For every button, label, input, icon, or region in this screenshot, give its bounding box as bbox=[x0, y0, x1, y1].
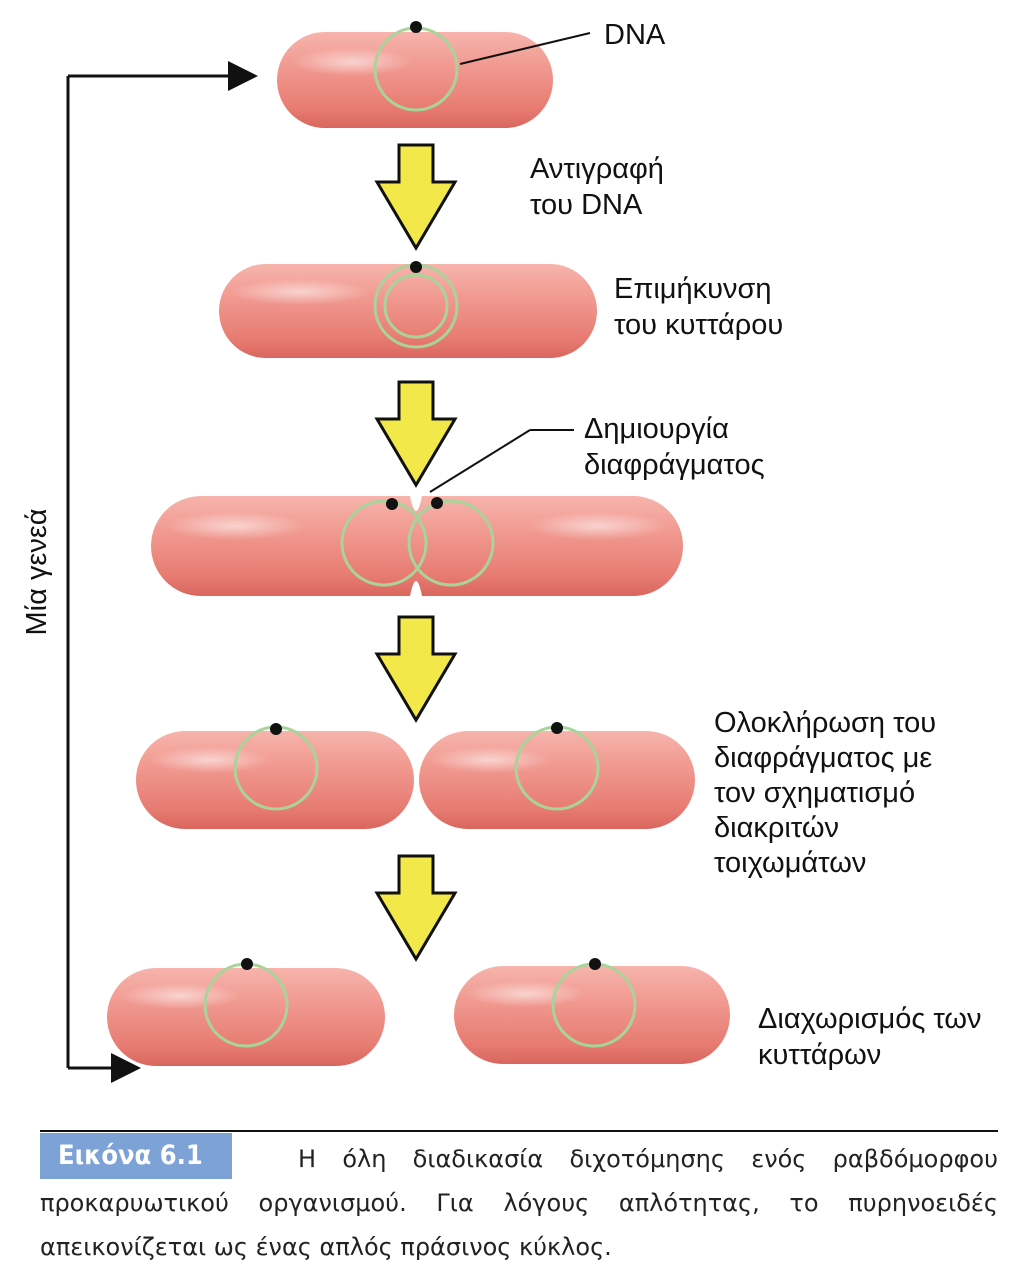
arrow-down-2 bbox=[374, 380, 458, 488]
dna-label: DNA bbox=[604, 19, 666, 51]
step2-label: Επιμήκυνση του κυττάρου bbox=[614, 273, 783, 341]
step5-label: Διαχωρισμός των κυττάρων bbox=[758, 1003, 990, 1071]
cell-original bbox=[277, 21, 553, 128]
dna-origin-dot-left bbox=[241, 958, 253, 970]
arrow-down-3 bbox=[374, 615, 458, 723]
dna-origin-dot bbox=[410, 261, 422, 273]
dna-origin-dot-left bbox=[386, 498, 398, 510]
binary-fission-diagram: Μία γενεά DNA Αντιγραφή του DNA Επιμήκυν… bbox=[21, 19, 990, 1083]
step1-label: Αντιγραφή του DNA bbox=[530, 153, 672, 221]
dna-ring-inner bbox=[383, 273, 449, 339]
dna-pointer-line bbox=[459, 32, 591, 65]
dna-origin-dot-right bbox=[431, 497, 443, 509]
dna-origin-dot bbox=[410, 21, 422, 33]
caption-text: Η όλη διαδικασία διχοτόμησης ενός ραβδόμ… bbox=[40, 1145, 998, 1261]
figure-label-badge: Εικόνα 6.1 bbox=[40, 1133, 232, 1179]
cell-pair-walls-complete bbox=[136, 722, 695, 829]
dna-ring-left bbox=[340, 499, 428, 587]
cell-elongated bbox=[219, 261, 597, 358]
generation-cycle-bracket bbox=[66, 61, 258, 1083]
arrow-down-1 bbox=[374, 143, 458, 251]
septum-pointer-line bbox=[429, 429, 531, 493]
generation-label: Μία γενεά bbox=[21, 508, 53, 635]
cell-septum-forming bbox=[151, 496, 683, 596]
step4-label: Ολοκλήρωση του διαφράγματος με τον σχημα… bbox=[714, 707, 944, 879]
step3-label: Δημιουργία διαφράγματος bbox=[584, 413, 765, 481]
cell-pair-separated bbox=[107, 958, 730, 1066]
dna-origin-dot-right bbox=[551, 722, 563, 734]
caption-rule bbox=[40, 1130, 998, 1132]
dna-ring-right bbox=[407, 499, 495, 587]
arrow-down-4 bbox=[374, 854, 458, 962]
dna-origin-dot-left bbox=[270, 723, 282, 735]
dna-origin-dot-right bbox=[589, 958, 601, 970]
